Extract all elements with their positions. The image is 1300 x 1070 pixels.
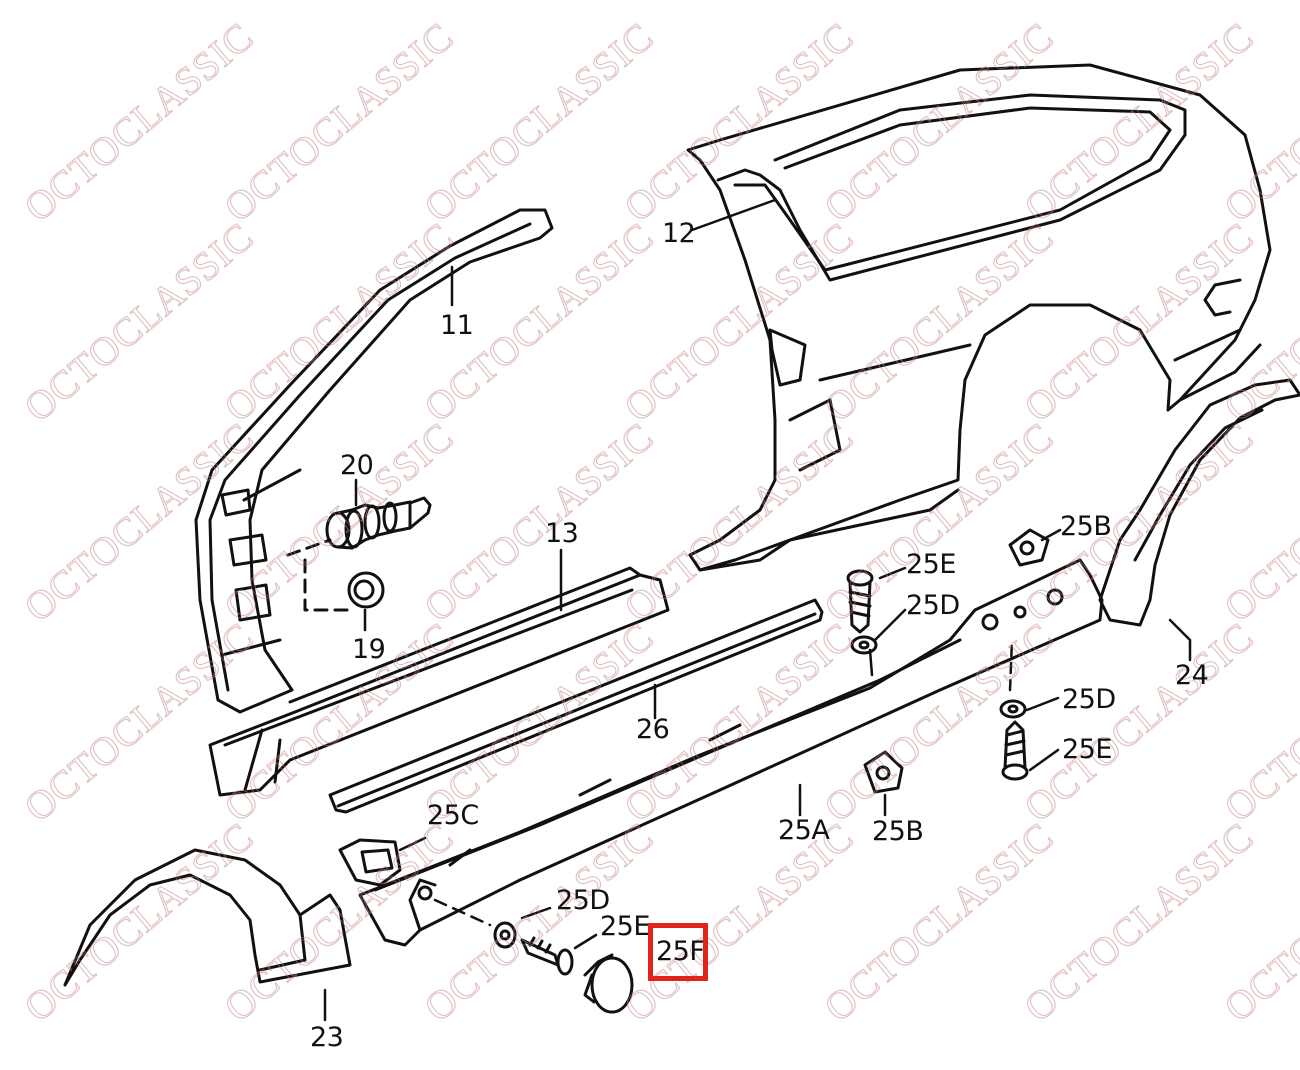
front-arch-extension-part-23 [63,848,352,987]
highlight-box-25F [648,923,708,981]
callout-13: 13 [545,518,579,549]
callout-25C: 25C [427,800,479,831]
body-side-part-12 [686,63,1272,572]
sill-cover-part-25A [358,558,1104,947]
clip-part-25C [338,838,402,887]
washer-part-25D-top [850,635,878,655]
trim-strip-part-26 [328,598,824,814]
callout-12: 12 [662,218,696,249]
washer-part-25D-bottom [493,921,517,949]
callout-26: 26 [636,714,670,745]
screw-part-25E-right [1001,720,1029,781]
callout-19: 19 [352,634,386,665]
nut-part-25B-mid [863,750,904,794]
callout-25E-right: 25E [1062,734,1112,765]
inner-sill-part-13 [208,566,670,797]
nut-part-25B-top [1008,528,1050,567]
callout-24: 24 [1175,660,1209,691]
callout-25A: 25A [778,815,830,846]
callout-25B-mid: 25B [872,816,924,847]
callout-25D-bottom: 25D [556,885,610,916]
callout-23: 23 [310,1022,344,1053]
washer-part-25D-right [999,699,1027,719]
grommet-part-19 [347,571,385,609]
cap-part-25F [583,953,634,1014]
screw-part-25E-top [846,569,874,634]
a-pillar-part-11 [194,208,554,714]
screw-part-25E-bottom [520,936,574,976]
callout-25E-top: 25E [906,549,956,580]
callout-25D-top: 25D [906,590,960,621]
callout-25B-top: 25B [1060,511,1112,542]
plug-part-20 [325,496,432,550]
callout-25D-right: 25D [1062,684,1116,715]
rear-arch-extension-part-24 [1098,378,1300,627]
callout-20: 20 [340,450,374,481]
callout-25F[interactable]: 25F [656,936,705,967]
callout-25E-bottom: 25E [600,911,650,942]
callout-11: 11 [440,310,474,341]
